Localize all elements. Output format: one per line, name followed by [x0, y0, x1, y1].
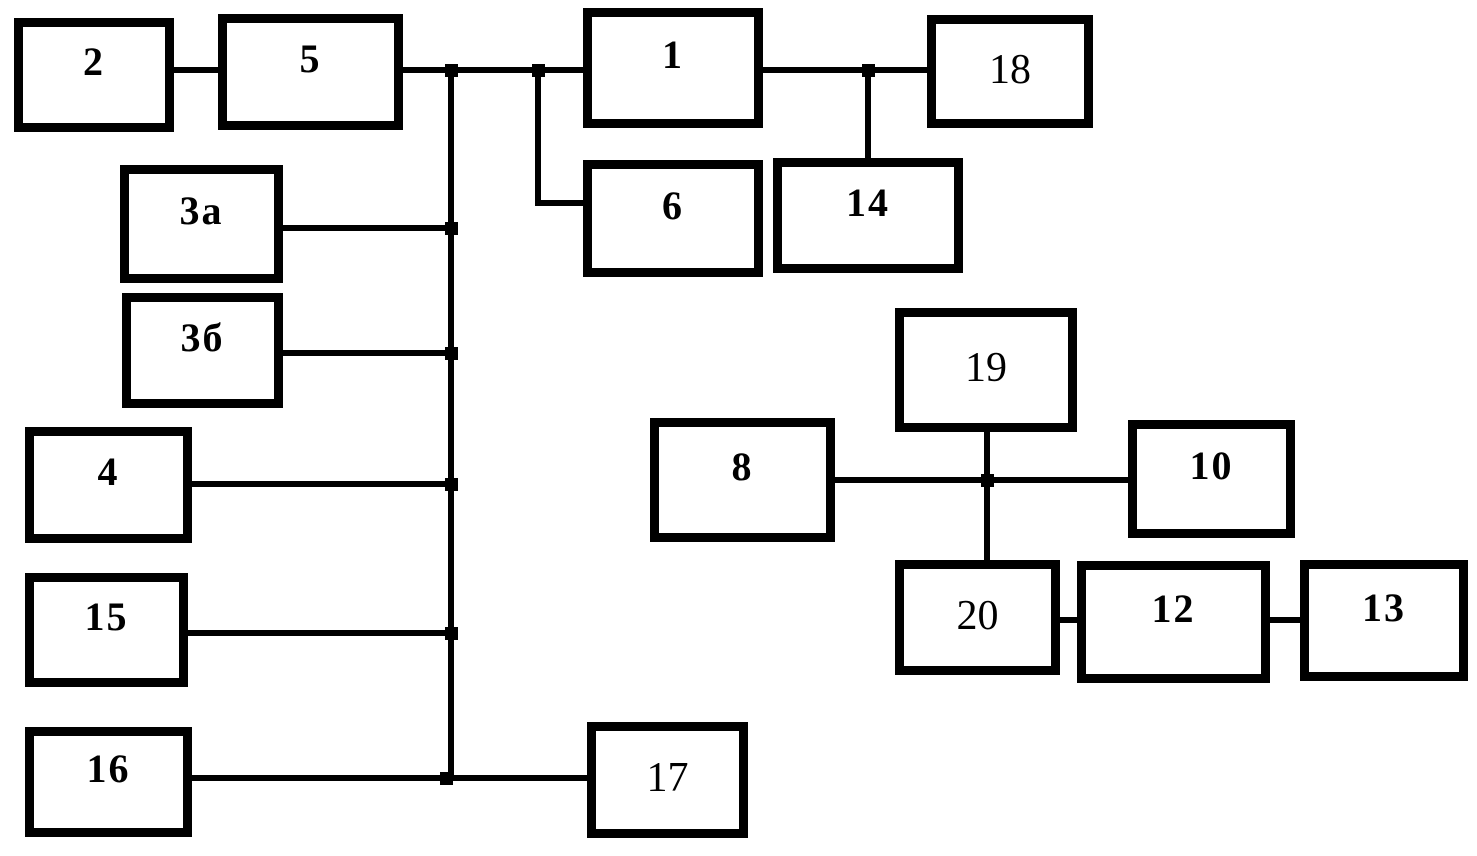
block-6: 6 — [583, 160, 763, 277]
block-19: 19 — [895, 308, 1077, 432]
connector-3a-to-trunk — [281, 225, 454, 231]
junction-corner-to-6 — [531, 63, 545, 77]
block-label-5: 5 — [299, 36, 322, 81]
connector-19-to-20 — [984, 430, 990, 562]
block-label-13: 13 — [1362, 584, 1406, 630]
block-label-14: 14 — [846, 179, 890, 225]
block-17: 17 — [587, 722, 748, 838]
connector-2-to-5 — [174, 67, 220, 73]
block-1: 1 — [583, 8, 763, 128]
junction-trunk-3a — [444, 221, 458, 235]
block-13: 13 — [1300, 560, 1468, 681]
connector-16-to-17 — [190, 775, 589, 781]
block-4: 4 — [25, 427, 192, 543]
block-label-3b: 3б — [180, 314, 225, 360]
block-18: 18 — [927, 15, 1093, 128]
connector-5-to-1 — [401, 67, 585, 73]
connector-5-1-line-to-16-17-line — [448, 67, 454, 779]
block-label-12: 12 — [1151, 586, 1196, 631]
block-label-19: 19 — [965, 345, 1007, 391]
junction-trunk-bottom — [439, 771, 453, 785]
connector-20-to-12 — [1058, 617, 1079, 623]
connector-6-corner-to-6 — [535, 200, 585, 206]
block-label-2: 2 — [83, 39, 105, 84]
block-label-8: 8 — [731, 444, 754, 489]
connector-5-1-line-to-6-corner — [535, 70, 541, 203]
block-12: 12 — [1077, 561, 1270, 683]
block-label-4: 4 — [97, 449, 120, 494]
junction-trunk-top — [444, 63, 458, 77]
block-5: 5 — [218, 14, 403, 130]
block-label-17: 17 — [646, 755, 689, 801]
connector-1-to-18 — [761, 67, 929, 73]
block-label-16: 16 — [86, 746, 131, 791]
connector-1-18-line-to-14 — [865, 70, 871, 160]
block-label-1: 1 — [662, 32, 684, 77]
block-label-3a: 3а — [179, 188, 224, 233]
block-15: 15 — [25, 573, 188, 687]
junction-trunk-3b — [444, 346, 458, 360]
block-20: 20 — [895, 560, 1060, 675]
connector-3b-to-trunk — [281, 350, 454, 356]
block-10: 10 — [1128, 420, 1295, 538]
block-14: 14 — [773, 158, 963, 273]
block-16: 16 — [25, 727, 192, 837]
junction-line-1-18-to-14 — [861, 63, 875, 77]
block-label-15: 15 — [84, 594, 129, 639]
block-label-6: 6 — [662, 182, 684, 228]
junction-trunk-15 — [444, 626, 458, 640]
connector-15-to-trunk — [186, 630, 454, 636]
block-3b: 3б — [122, 293, 283, 408]
block-2: 2 — [14, 18, 174, 132]
block-8: 8 — [650, 418, 835, 542]
block-3a: 3а — [120, 165, 283, 283]
block-label-10: 10 — [1189, 443, 1234, 488]
block-label-18: 18 — [989, 46, 1031, 93]
connector-12-to-13 — [1268, 617, 1302, 623]
connector-4-to-trunk — [190, 481, 454, 487]
block-label-20: 20 — [956, 592, 999, 639]
junction-trunk-4 — [444, 477, 458, 491]
junction-cross-19-8-10 — [980, 473, 994, 487]
